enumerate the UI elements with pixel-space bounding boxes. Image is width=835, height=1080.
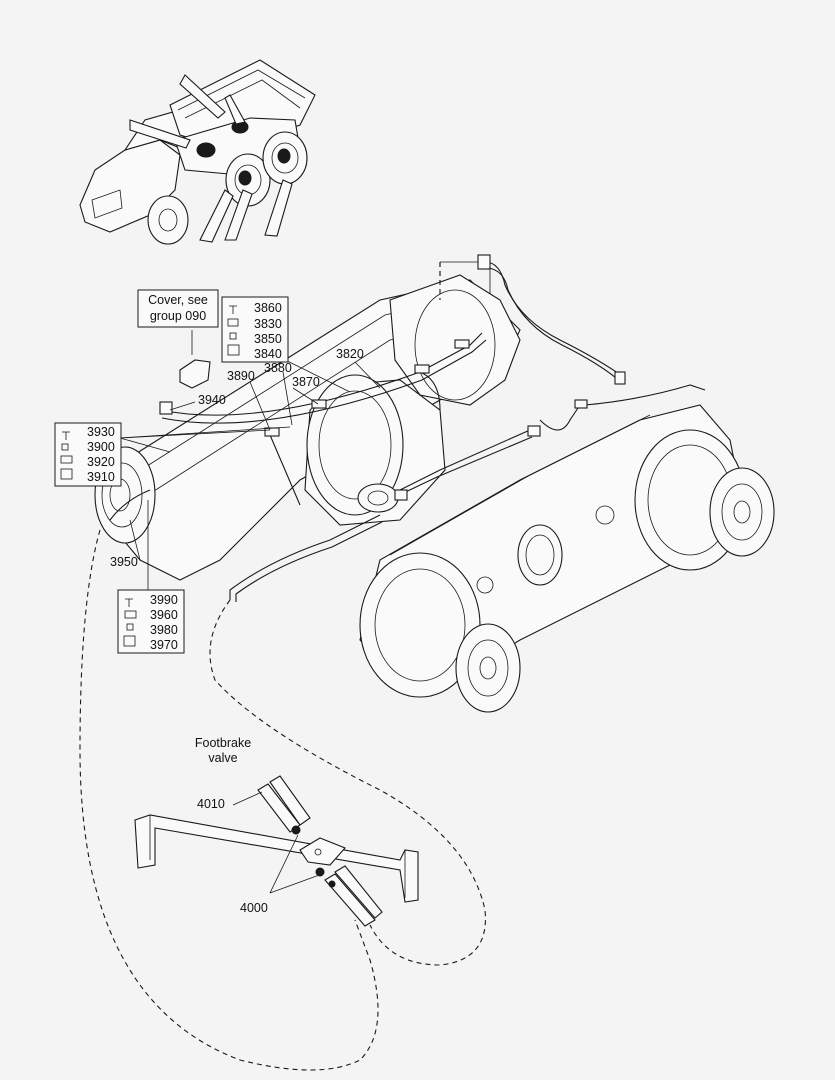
part-3840-label: 3840 [254, 347, 282, 361]
part-3930-label: 3930 [87, 425, 115, 439]
part-3970-label: 3970 [150, 638, 178, 652]
part-3830-label: 3830 [254, 317, 282, 331]
footbrake-valve-label: Footbrake valve [195, 736, 251, 765]
part-3960-label: 3960 [150, 608, 178, 622]
part-4010-label: 4010 [197, 797, 225, 811]
part-3850-label: 3850 [254, 332, 282, 346]
dump-truck-illustration [79, 59, 316, 245]
callout-box-upper: 3860 3830 3850 3840 [221, 296, 289, 363]
part-3890-label: 3890 [227, 369, 255, 383]
callout-box-lower: 3990 3960 3980 3970 [117, 589, 185, 654]
brake-pipes [109, 254, 706, 602]
part-3900-label: 3900 [87, 440, 115, 454]
footbrake-line2: valve [208, 751, 237, 765]
cover-note-box: Cover, see group 090 [137, 289, 219, 328]
part-3950-label: 3950 [110, 555, 138, 569]
dashed-hoses [79, 262, 486, 1071]
cover-part [179, 330, 211, 389]
callout-box-left: 3930 3900 3920 3910 [54, 422, 122, 487]
part-3880-label: 3880 [264, 361, 292, 375]
part-3870-label: 3870 [292, 375, 320, 389]
part-3820-label: 3820 [336, 347, 364, 361]
footbrake-valve-assembly [134, 775, 419, 927]
part-3920-label: 3920 [87, 455, 115, 469]
part-3940-label: 3940 [198, 393, 226, 407]
part-4000-label: 4000 [240, 901, 268, 915]
bogie-assembly [94, 261, 775, 713]
footbrake-line1: Footbrake [195, 736, 251, 750]
part-3910-label: 3910 [87, 470, 115, 484]
part-3990-label: 3990 [150, 593, 178, 607]
cover-note-line1: Cover, see [148, 293, 208, 307]
cover-note-line2: group 090 [150, 309, 206, 323]
part-3860-label: 3860 [254, 301, 282, 315]
part-3980-label: 3980 [150, 623, 178, 637]
